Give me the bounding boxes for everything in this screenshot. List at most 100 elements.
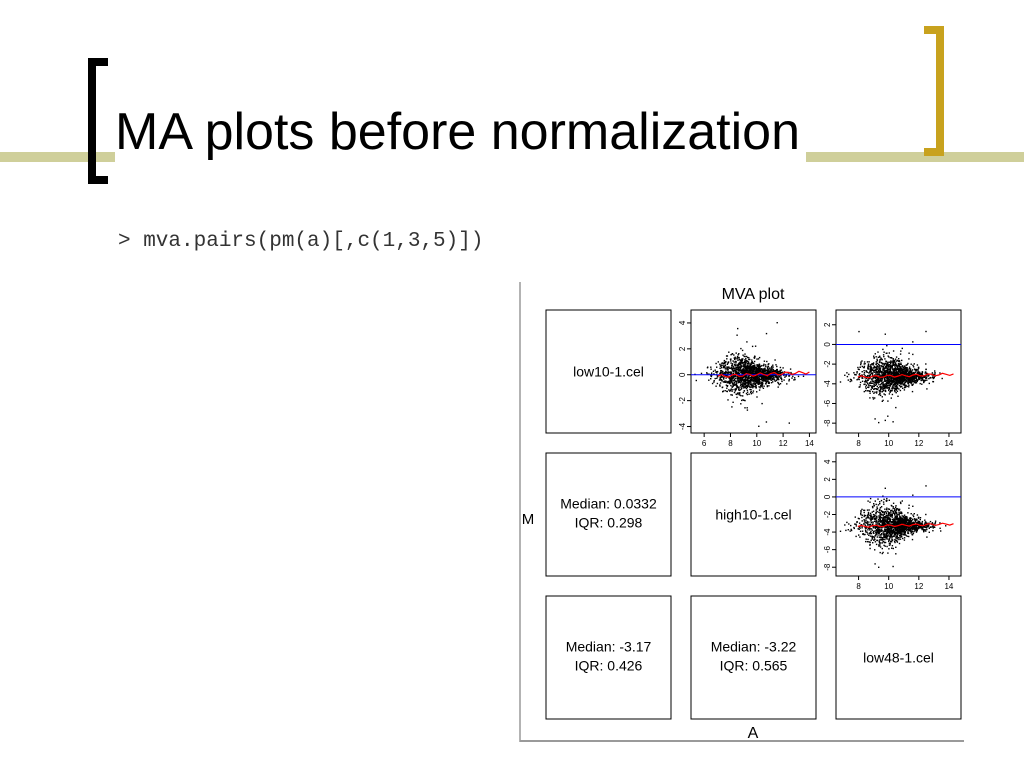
data-point: [885, 364, 888, 366]
data-point: [878, 516, 880, 519]
data-point: [747, 368, 749, 370]
data-point: [770, 367, 773, 369]
data-point: [870, 371, 872, 373]
data-point: [888, 508, 891, 510]
data-point: [886, 531, 888, 533]
data-point: [909, 371, 911, 373]
data-point: [896, 508, 899, 510]
data-point: [872, 513, 875, 516]
data-point: [751, 371, 753, 373]
data-point: [746, 377, 748, 380]
data-point: [902, 530, 904, 532]
data-point: [752, 373, 754, 375]
data-point: [742, 366, 745, 368]
data-point: [868, 377, 870, 380]
data-point: [886, 520, 889, 522]
data-point: [915, 531, 918, 533]
data-point: [886, 532, 889, 535]
data-point: [901, 534, 903, 536]
data-point: [891, 381, 893, 384]
data-point: [900, 512, 902, 515]
data-point: [760, 381, 763, 383]
data-point: [736, 382, 738, 384]
data-point: [758, 370, 760, 373]
data-point: [899, 379, 901, 381]
data-point: [905, 515, 907, 518]
data-point: [726, 385, 728, 387]
data-point: [892, 527, 894, 529]
data-point: [877, 381, 880, 383]
data-point: [904, 382, 906, 384]
data-point: [890, 521, 892, 524]
data-point: [736, 385, 738, 387]
data-point: [892, 358, 894, 360]
data-point: [768, 382, 770, 384]
data-point: [740, 386, 742, 388]
data-point: [885, 352, 887, 354]
data-point: [776, 378, 778, 381]
data-point: [880, 506, 883, 508]
data-point: [894, 514, 896, 516]
data-point: [750, 371, 752, 373]
data-point: [894, 362, 897, 364]
data-point: [899, 530, 901, 532]
data-point: [882, 348, 884, 351]
data-point: [898, 532, 900, 534]
data-point: [730, 384, 732, 387]
data-point: [858, 526, 860, 528]
data-point: [924, 522, 926, 524]
data-point: [733, 378, 736, 380]
data-point: [746, 365, 748, 368]
data-point: [887, 355, 889, 357]
data-point: [741, 372, 743, 375]
data-point: [757, 372, 760, 374]
data-point: [758, 379, 760, 382]
data-point: [892, 528, 895, 531]
data-point: [710, 366, 712, 368]
data-point: [728, 351, 730, 353]
data-point: [864, 363, 866, 365]
data-point: [884, 419, 886, 422]
data-point: [777, 378, 779, 380]
data-point: [743, 385, 745, 387]
data-point: [761, 381, 763, 384]
data-point: [881, 527, 883, 529]
data-point: [917, 375, 920, 377]
data-point: [876, 532, 879, 534]
data-point: [939, 372, 941, 374]
data-point: [904, 376, 906, 378]
data-point: [875, 525, 877, 528]
data-point: [748, 379, 751, 381]
y-tick-label: -2: [823, 510, 832, 518]
data-point: [911, 372, 914, 374]
data-point: [897, 368, 900, 370]
data-point: [917, 377, 920, 379]
data-point: [898, 358, 900, 360]
data-point: [751, 362, 753, 365]
data-point: [893, 523, 896, 526]
data-point: [749, 368, 751, 370]
data-point: [886, 497, 888, 500]
data-point: [926, 528, 928, 531]
data-point: [773, 374, 775, 377]
data-point: [716, 370, 719, 373]
data-point: [872, 518, 874, 520]
data-point: [850, 524, 852, 527]
data-point: [913, 363, 915, 365]
data-point: [906, 364, 908, 366]
data-point: [870, 531, 872, 533]
data-point: [923, 526, 926, 528]
data-point: [908, 368, 911, 370]
data-point: [747, 364, 749, 367]
data-point: [892, 531, 894, 533]
data-point: [867, 524, 869, 526]
data-point: [724, 366, 726, 369]
data-point: [725, 377, 727, 379]
data-point: [934, 523, 936, 525]
data-point: [880, 361, 882, 364]
data-point: [874, 563, 876, 565]
data-point: [868, 361, 870, 363]
data-point: [731, 363, 734, 365]
data-point: [912, 380, 915, 383]
